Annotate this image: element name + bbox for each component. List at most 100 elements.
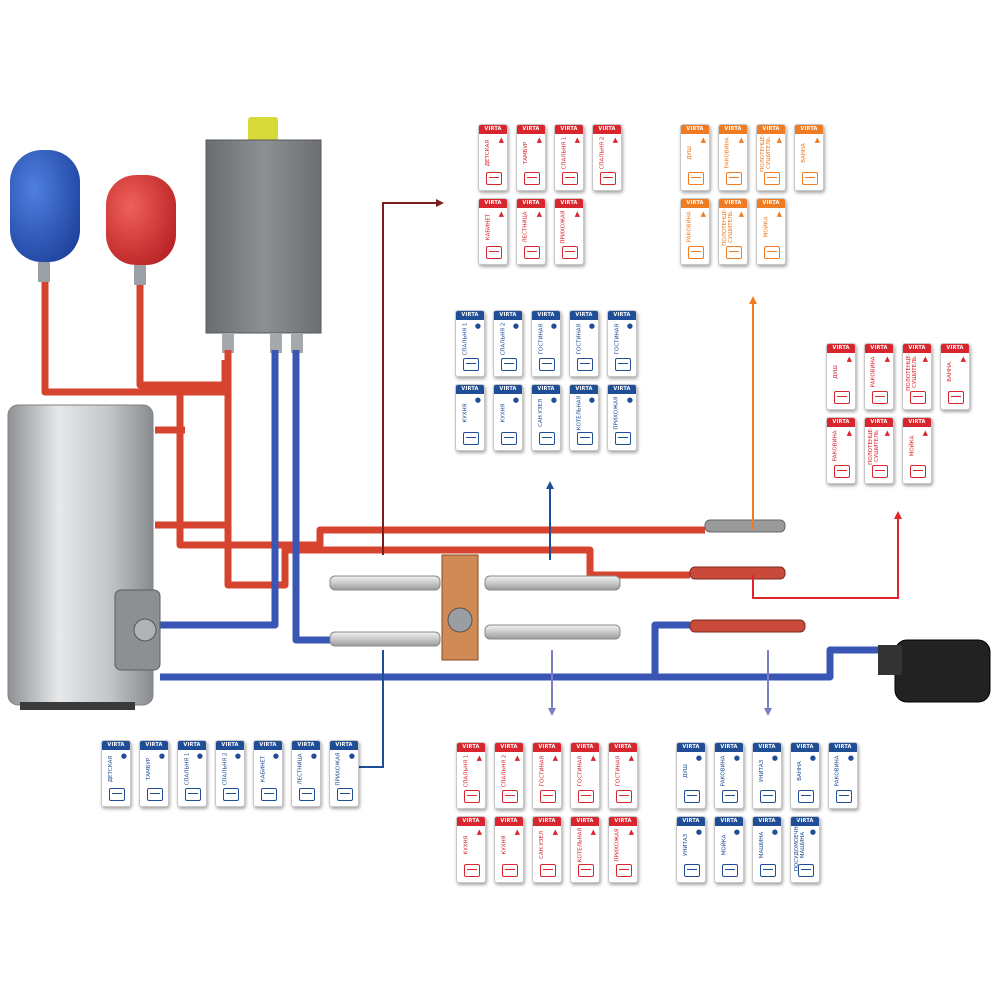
bed-icon	[464, 790, 480, 803]
brand-label: VIRTA	[555, 199, 583, 208]
room-label: КОТЕЛЬНАЯ	[577, 827, 584, 863]
red-expansion-vessel	[106, 175, 176, 285]
flame-icon: ▲	[628, 754, 634, 762]
brand-label: VIRTA	[753, 743, 781, 752]
kitchen-sink-icon	[722, 864, 738, 877]
drop-icon: ●	[272, 752, 279, 760]
flame-icon: ▲	[536, 210, 542, 218]
room-label: КУХНЯ	[500, 403, 507, 423]
drop-icon: ●	[512, 322, 519, 330]
brand-label: VIRTA	[570, 311, 598, 320]
room-label: ДУШ	[683, 764, 689, 778]
brand-label: VIRTA	[681, 125, 709, 134]
sofa-icon	[578, 790, 594, 803]
room-label: ГОСТИНАЯ	[539, 755, 545, 787]
brand-label: VIRTA	[608, 311, 636, 320]
room-tag: VIRTA●ВАННА	[790, 742, 820, 809]
room-tag: VIRTA▲ВАННА	[940, 343, 970, 410]
room-tag: VIRTA▲КУХНЯ	[456, 816, 486, 883]
brand-label: VIRTA	[791, 743, 819, 752]
drop-icon: ●	[588, 322, 595, 330]
drop-icon: ●	[847, 754, 854, 762]
room-label: СПАЛЬНЯ 1	[561, 136, 568, 170]
room-label: ЛЕСТНИЦА	[523, 211, 529, 243]
kitchen-sink-icon	[764, 246, 780, 259]
sofa-icon	[616, 790, 632, 803]
room-tag: VIRTA ▲ ЛЕСТНИЦА	[516, 198, 546, 265]
room-tag: VIRTA▲СПАЛЬНЯ 1	[456, 742, 486, 809]
room-tag: VIRTA▲ДУШ	[680, 124, 710, 191]
brand-label: VIRTA	[593, 125, 621, 134]
bed-icon	[223, 788, 239, 801]
drop-icon: ●	[550, 396, 557, 404]
brand-label: VIRTA	[330, 741, 358, 750]
brand-label: VIRTA	[827, 344, 855, 353]
kitchen-icon	[501, 432, 517, 445]
brand-label: VIRTA	[517, 199, 545, 208]
drop-icon: ●	[348, 752, 355, 760]
room-label: ТАМБУР	[146, 757, 152, 781]
room-label: СПАЛЬНЯ 1	[184, 752, 191, 786]
room-tag: VIRTA●ЛЕСТНИЦА	[291, 740, 321, 807]
brand-label: VIRTA	[479, 199, 507, 208]
drop-icon: ●	[588, 396, 595, 404]
brand-label: VIRTA	[719, 125, 747, 134]
room-label: СПАЛЬНЯ 2	[500, 322, 507, 356]
drop-icon: ●	[120, 752, 127, 760]
brand-label: VIRTA	[457, 743, 485, 752]
hallway-icon	[615, 432, 631, 445]
arrow-floor2-heating	[382, 199, 444, 555]
brand-label: VIRTA	[570, 385, 598, 394]
room-label: МОЙКА	[763, 216, 770, 238]
room-tag: VIRTA●УНИТАЗ	[676, 816, 706, 883]
room-tag: VIRTA▲ПОЛОТЕНЦЕ- СУШИТЕЛЬ	[864, 417, 894, 484]
room-tag: VIRTA▲РАКОВИНА	[826, 417, 856, 484]
kitchen-icon	[463, 432, 479, 445]
room-tag: VIRTA●УНИТАЗ	[752, 742, 782, 809]
brand-label: VIRTA	[677, 817, 705, 826]
towel-dryer-icon	[872, 465, 888, 478]
flame-icon: ▲	[498, 136, 504, 144]
room-tag: VIRTA●СПАЛЬНЯ 1	[177, 740, 207, 807]
desk-icon	[261, 788, 277, 801]
room-label: КУХНЯ	[463, 835, 470, 855]
sink-icon	[836, 790, 852, 803]
room-tag: VIRTA▲КУХНЯ	[494, 816, 524, 883]
flame-icon: ▲	[628, 828, 634, 836]
flame-icon: ▲	[514, 828, 520, 836]
flame-icon: ▲	[514, 754, 520, 762]
brand-label: VIRTA	[479, 125, 507, 134]
brand-label: VIRTA	[829, 743, 857, 752]
drop-icon: ●	[310, 752, 317, 760]
brand-label: VIRTA	[517, 125, 545, 134]
flame-icon: ▲	[814, 136, 820, 144]
washing-machine-icon	[760, 864, 776, 877]
room-label: ПОЛОТЕНЦЕ- СУШИТЕЛЬ	[760, 134, 773, 172]
storage-water-heater	[7, 404, 161, 710]
room-tag: VIRTA●ГОСТИНАЯ	[531, 310, 561, 377]
brand-label: VIRTA	[571, 817, 599, 826]
bed-icon	[501, 358, 517, 371]
sofa-icon	[577, 358, 593, 371]
drop-icon: ●	[196, 752, 203, 760]
brand-label: VIRTA	[681, 199, 709, 208]
brand-label: VIRTA	[292, 741, 320, 750]
room-label: ТАМБУР	[523, 141, 529, 165]
room-label: СПАЛЬНЯ 2	[599, 136, 606, 170]
kitchen-sink-icon	[910, 465, 926, 478]
toilet-icon	[760, 790, 776, 803]
brand-label: VIRTA	[795, 125, 823, 134]
shower-icon	[688, 172, 704, 185]
brand-label: VIRTA	[532, 311, 560, 320]
brand-label: VIRTA	[715, 743, 743, 752]
room-tag: VIRTA●МОЙКА	[714, 816, 744, 883]
bed-icon	[463, 358, 479, 371]
room-label: САН.УЗЕЛ	[538, 399, 545, 427]
room-tag: VIRTA▲ПРИХОЖАЯ	[554, 198, 584, 265]
towel-dryer-icon	[726, 246, 742, 259]
stairs-icon	[524, 246, 540, 259]
room-label: ГОСТИНАЯ	[576, 323, 582, 355]
room-tag: VIRTA●СПАЛЬНЯ 2	[493, 310, 523, 377]
